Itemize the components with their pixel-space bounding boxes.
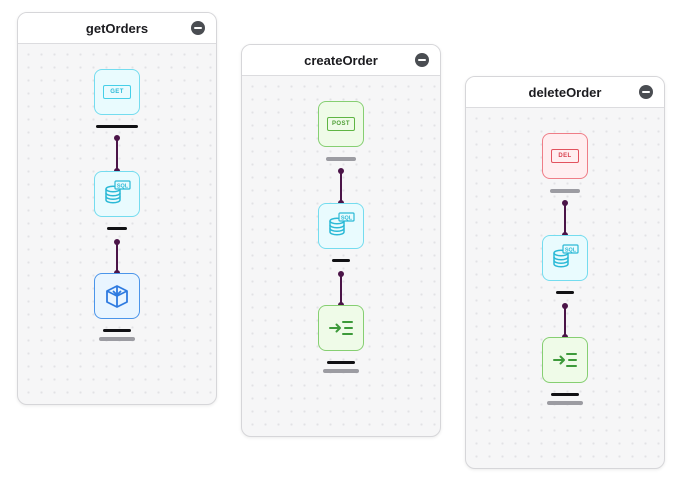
svg-text:SQL: SQL — [341, 215, 353, 221]
download-box-icon — [106, 285, 128, 308]
sql-query-node[interactable]: SQL — [542, 235, 588, 281]
node-label-bar — [107, 227, 127, 230]
node-label-bar — [103, 329, 131, 332]
sql-query-node[interactable]: SQL — [94, 171, 140, 217]
node-label-bar — [96, 125, 138, 128]
card-header: createOrder — [242, 45, 440, 76]
node-label-bar — [550, 189, 580, 193]
post-trigger-node[interactable]: POST — [318, 101, 364, 147]
minus-icon — [642, 91, 650, 93]
node-label-bar — [326, 157, 356, 161]
card-header: getOrders — [18, 13, 216, 44]
sql-query-node[interactable]: SQL — [318, 203, 364, 249]
arrow-into-lines-icon — [329, 321, 353, 335]
minus-icon — [194, 27, 202, 29]
collapse-button[interactable] — [191, 21, 205, 35]
collapse-button[interactable] — [639, 85, 653, 99]
del-trigger-node[interactable]: DEL — [542, 133, 588, 179]
node-sublabel-bar — [99, 337, 135, 341]
node-label-bar — [551, 393, 579, 396]
minus-icon — [418, 59, 426, 61]
svg-text:SQL: SQL — [565, 247, 577, 253]
download-output-node[interactable] — [94, 273, 140, 319]
node-label-bar — [332, 259, 350, 262]
sql-database-icon: SQL — [105, 180, 131, 204]
sql-database-icon: SQL — [553, 244, 579, 268]
node-sublabel-bar — [323, 369, 359, 373]
node-label-bar — [327, 361, 355, 364]
return-node[interactable] — [542, 337, 588, 383]
flow-card-deleteorder: deleteOrder DEL SQL — [465, 76, 665, 469]
card-title: createOrder — [304, 52, 378, 68]
del-method-icon: DEL — [551, 149, 579, 163]
node-label-bar — [556, 291, 574, 294]
get-method-icon: GET — [103, 85, 131, 99]
flow-card-getorders: getOrders GET SQL — [17, 12, 217, 405]
card-title: deleteOrder — [528, 84, 602, 100]
get-trigger-node[interactable]: GET — [94, 69, 140, 115]
collapse-button[interactable] — [415, 53, 429, 67]
card-header: deleteOrder — [466, 77, 664, 108]
sql-database-icon: SQL — [329, 212, 355, 236]
post-method-icon: POST — [327, 117, 355, 131]
arrow-into-lines-icon — [553, 353, 577, 367]
card-title: getOrders — [85, 20, 149, 36]
node-sublabel-bar — [547, 401, 583, 405]
svg-text:SQL: SQL — [117, 183, 129, 189]
return-node[interactable] — [318, 305, 364, 351]
flow-card-createorder: createOrder POST SQL — [241, 44, 441, 437]
